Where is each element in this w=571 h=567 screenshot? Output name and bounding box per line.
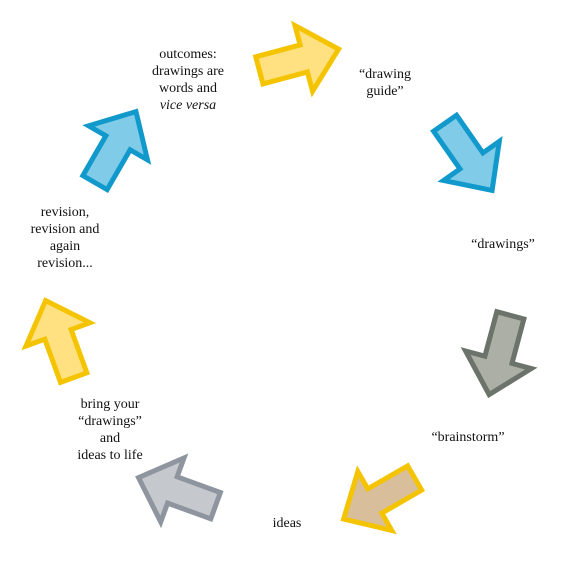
step-5-line-4: ideas to life: [77, 448, 143, 463]
arrow-1-shape: [252, 20, 343, 98]
arrow-3-shape: [460, 308, 538, 399]
cycle-arrow-7: [79, 108, 152, 194]
cycle-arrow-1: [252, 20, 343, 98]
step-label-drawings: “drawings”: [455, 236, 551, 253]
step-7-line-2: drawings are: [152, 64, 224, 79]
step-7-line-4: vice versa: [159, 98, 217, 113]
step-label-revision: revision, revision and again revision...: [18, 204, 112, 272]
step-2-line-1: “drawings”: [471, 237, 535, 252]
step-label-bring-to-life: bring your “drawings” and ideas to life: [60, 396, 160, 464]
step-label-brainstorm: “brainstorm”: [418, 429, 518, 446]
step-6-line-1: revision,: [40, 205, 90, 220]
cycle-arrow-2: [430, 111, 503, 194]
step-5-line-1: bring your: [80, 397, 140, 412]
step-label-ideas: ideas: [262, 515, 312, 532]
arrow-6-shape: [21, 297, 97, 386]
step-1-line-1: “drawing: [358, 67, 412, 82]
step-label-outcomes: outcomes: drawings are words and vice ve…: [138, 46, 238, 114]
step-7-line-1: outcomes:: [159, 47, 217, 62]
cycle-arrow-5: [135, 453, 224, 529]
step-3-line-1: “brainstorm”: [431, 430, 505, 445]
arrow-7-shape: [79, 108, 152, 194]
arrow-2-shape: [430, 111, 503, 194]
step-7-line-3: words and: [159, 81, 217, 96]
step-1-line-2: guide”: [366, 84, 404, 99]
step-6-line-2: revision and: [30, 222, 100, 237]
step-6-line-4: revision...: [37, 256, 93, 271]
step-6-line-3: again: [49, 239, 81, 254]
arrow-5-shape: [135, 453, 224, 529]
step-5-line-3: and: [99, 431, 121, 446]
cycle-arrow-3: [460, 308, 538, 399]
step-5-line-2: “drawings”: [78, 414, 142, 429]
cycle-arrow-6: [21, 297, 97, 386]
step-4-line-1: ideas: [272, 516, 302, 531]
cycle-arrow-4: [340, 462, 426, 535]
arrow-4-shape: [340, 462, 426, 535]
step-label-drawing-guide: “drawing guide”: [350, 66, 420, 100]
